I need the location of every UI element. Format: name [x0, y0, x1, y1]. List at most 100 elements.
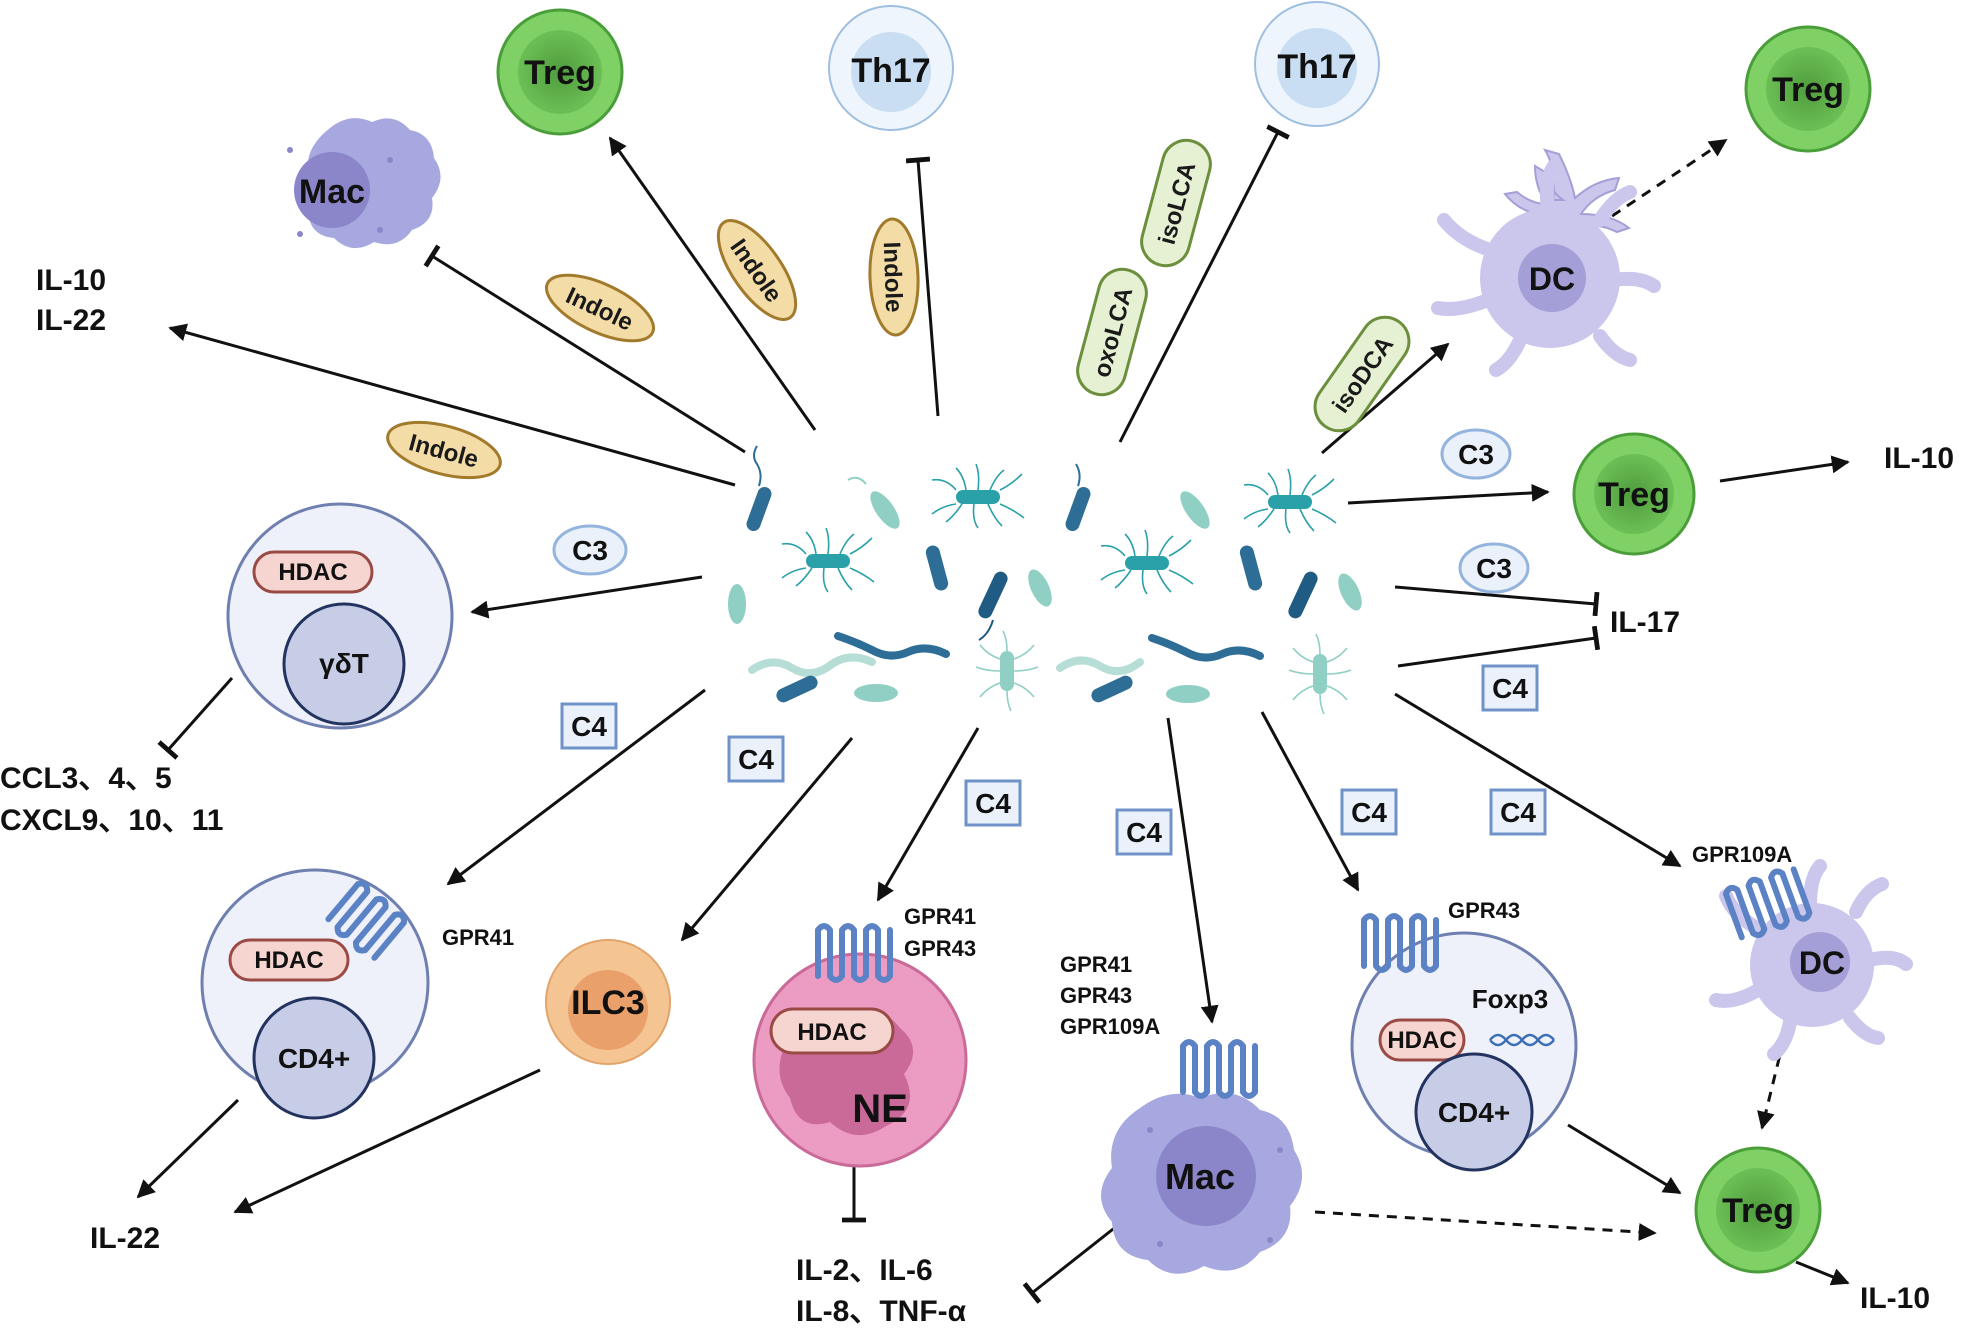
svg-text:C4: C4	[1492, 673, 1528, 704]
cell-label: ILC3	[571, 984, 645, 1022]
flagellated-bacterium	[1243, 468, 1337, 534]
treg-cell-bottom: Treg	[1694, 1146, 1822, 1274]
curved-bacterium	[1180, 491, 1210, 529]
cd4-t-cell-right: HDAC Foxp3 CD4+	[1350, 913, 1578, 1172]
gpr-receptor-icon	[1180, 1039, 1258, 1099]
receptor-label: GPR41	[1060, 952, 1132, 977]
receptor-label: GPR43	[1448, 898, 1520, 923]
macrophage-top: Mac	[287, 118, 441, 249]
inhibit-il17-top	[1394, 585, 1600, 617]
isolca-pill: isoLCA	[1140, 138, 1212, 268]
cell-label: Treg	[1722, 1192, 1794, 1230]
rod-bacterium	[925, 545, 949, 591]
output-il10: IL-10	[36, 264, 106, 297]
output-ne-line2: IL-8、TNF-α	[796, 1295, 967, 1328]
output-cxcl: CXCL9、10、11	[0, 804, 223, 837]
inhibit-mac-out	[1022, 1220, 1123, 1304]
cell-label: Treg	[524, 54, 596, 92]
hdac-badge	[228, 938, 350, 982]
output-il10-right: IL-10	[1884, 442, 1954, 475]
gpr-receptor-icon	[815, 923, 893, 983]
arrow-to-ne	[876, 727, 980, 902]
arrow-to-gdt	[470, 575, 703, 619]
cd4-t-cell-left: HDAC CD4+	[200, 868, 430, 1120]
curved-bacterium	[728, 584, 746, 624]
macrophage-bottom: Mac	[1101, 1039, 1303, 1274]
arrow-cd4-right-to-treg	[1567, 1123, 1682, 1195]
output-il22: IL-22	[36, 304, 106, 337]
c4-badge-7: C4	[1481, 664, 1539, 712]
indole-pill-3: Indole	[868, 217, 920, 337]
gpr-receptor-icon	[1361, 913, 1439, 973]
hdac-label: HDAC	[278, 559, 347, 586]
dendritic-cell-top: DC	[1431, 148, 1661, 377]
metabolite-label: Indole	[878, 241, 907, 313]
receptor-label: GPR109A	[1060, 1014, 1160, 1039]
spiral-bacterium	[1056, 656, 1144, 676]
indole-pill-1: Indole	[544, 273, 656, 343]
svg-text:C4: C4	[975, 788, 1011, 819]
treg-cell-top: Treg	[496, 8, 624, 136]
curved-bacterium	[1166, 685, 1210, 703]
cell-label: Th17	[1277, 48, 1356, 86]
inhibit-th17-right	[1118, 124, 1290, 443]
c4-badge-6: C4	[1489, 788, 1547, 836]
arrow-to-cd4-left	[446, 688, 706, 886]
arrow-to-mac-bottom	[1166, 717, 1219, 1024]
hdac-badge	[1378, 1018, 1466, 1062]
ilc3-cell: ILC3	[545, 939, 671, 1065]
foxp3-label: Foxp3	[1472, 984, 1549, 1014]
cell-label: Mac	[1165, 1156, 1235, 1197]
nucleus-label: γδT	[319, 648, 369, 679]
output-ccl: CCL3、4、5	[0, 762, 172, 795]
c4-badge-5: C4	[1340, 788, 1398, 836]
svg-text:C3: C3	[572, 535, 608, 566]
arrow-ilc3-to-il22	[233, 1068, 541, 1214]
output-il10-bottom: IL-10	[1860, 1282, 1930, 1315]
dashed-dc-to-treg	[1611, 138, 1728, 218]
receptor-label: GPR109A	[1692, 842, 1792, 867]
output-ne-line1: IL-2、IL-6	[796, 1254, 933, 1287]
bacteria-cluster-left	[728, 445, 1052, 712]
inhibit-gdt-ccl	[157, 677, 234, 760]
flagellated-bacterium	[781, 527, 875, 593]
indole-pill-2: Indole	[716, 219, 798, 321]
inhibit-mac-top	[423, 244, 746, 454]
arrow-to-dc-top	[1321, 342, 1450, 455]
rod-bacterium	[776, 675, 818, 703]
curved-bacterium	[854, 684, 898, 702]
cell-label: DC	[1799, 945, 1845, 981]
gamma-delta-t-cell: HDAC γδT	[226, 502, 454, 730]
nucleus-label: CD4+	[1438, 1097, 1510, 1128]
hdac-badge	[769, 1007, 895, 1055]
th17-cell-left: Th17	[828, 5, 954, 131]
svg-text:C3: C3	[1476, 553, 1512, 584]
svg-text:C4: C4	[738, 744, 774, 775]
arrow-treg-bottom-il10	[1795, 1260, 1850, 1286]
cell-label: Mac	[299, 173, 365, 211]
cell-label: Treg	[1772, 71, 1844, 109]
arrow-to-il10-il22	[168, 323, 736, 487]
flagellated-bacterium	[931, 463, 1025, 529]
treg-cell-topright: Treg	[1744, 25, 1872, 153]
isodca-pill: isoDCA	[1313, 315, 1411, 433]
svg-text:C3: C3	[1458, 439, 1494, 470]
svg-text:C4: C4	[1500, 797, 1536, 828]
curved-bacterium	[1028, 569, 1052, 607]
c4-badge-3: C4	[964, 779, 1022, 827]
oxolca-pill: oxoLCA	[1076, 267, 1148, 397]
arrow-to-cd4-right	[1260, 711, 1360, 892]
cell-label: DC	[1529, 261, 1575, 297]
gpr-receptor-icon	[1723, 866, 1813, 941]
c4-badge-2: C4	[727, 735, 785, 783]
rod-bacterium	[1091, 675, 1133, 703]
arrow-to-ilc3	[680, 737, 854, 942]
receptor-label: GPR41	[442, 925, 514, 950]
hdac-label: HDAC	[797, 1019, 866, 1046]
c4-badge-1: C4	[560, 702, 618, 750]
spiral-bacterium	[1148, 634, 1264, 662]
flagellum	[753, 445, 762, 487]
curved-bacterium	[870, 491, 900, 529]
flagellated-bacterium	[1288, 633, 1352, 715]
